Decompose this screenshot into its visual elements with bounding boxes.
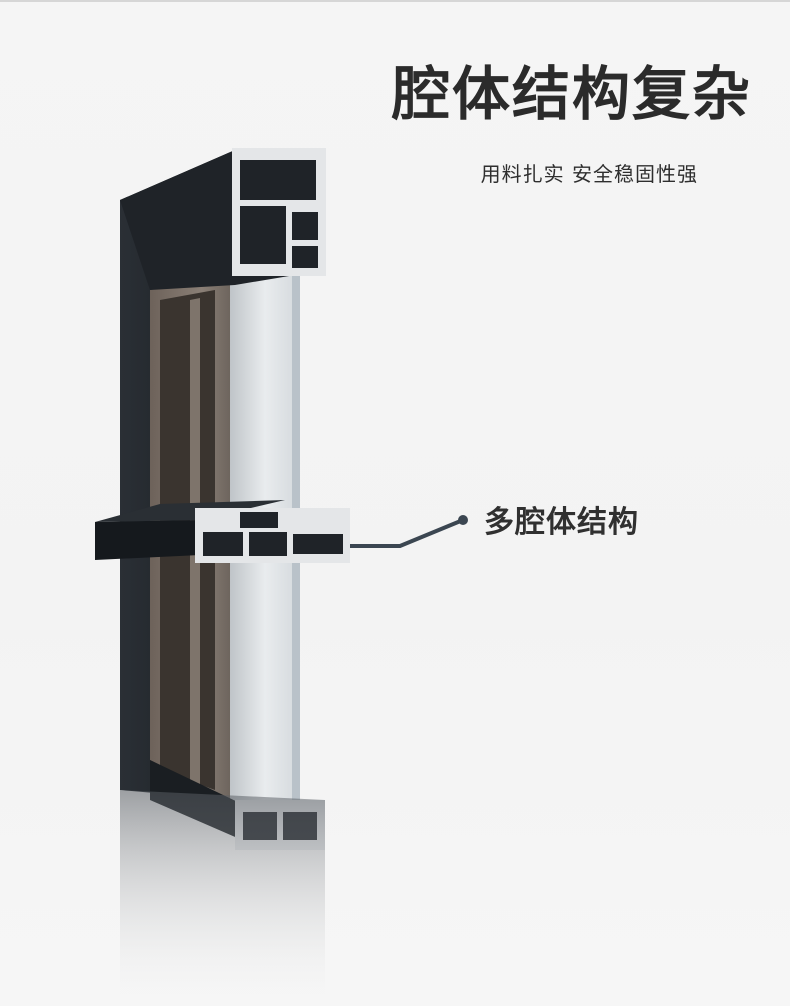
subheadline: 用料扎实 安全稳固性强: [480, 162, 698, 186]
top-chamber-4: [292, 246, 318, 268]
transom-chamber-4: [240, 512, 278, 528]
transom-chamber-2: [249, 532, 287, 556]
top-chamber-1: [240, 160, 316, 200]
top-divider: [0, 0, 790, 2]
top-chamber-2: [240, 206, 286, 264]
transom-top: [95, 500, 285, 522]
top-chamber-3: [292, 212, 318, 240]
callout-dot: [458, 515, 468, 525]
transom-chamber-3: [293, 534, 343, 554]
headline: 腔体结构复杂: [391, 60, 752, 128]
callout-leader-line: [350, 518, 464, 548]
transom-chamber-1: [203, 532, 243, 556]
floor-reflection: [120, 790, 325, 1006]
transom-bar: [95, 520, 200, 560]
callout-label: 多腔体结构: [484, 505, 639, 540]
